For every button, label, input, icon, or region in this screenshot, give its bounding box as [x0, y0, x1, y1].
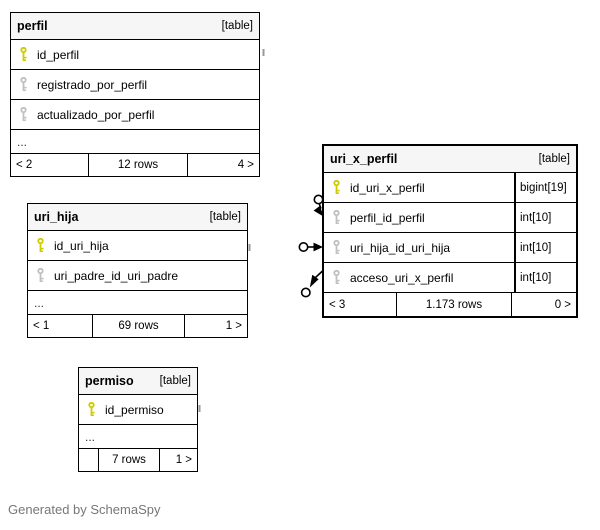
- column-name: id_perfil: [37, 47, 80, 62]
- column-row: id_permiso: [79, 395, 197, 425]
- foreign-key-icon: [332, 210, 341, 225]
- column-name: id_permiso: [105, 402, 164, 417]
- column-name: id_uri_x_perfil: [350, 180, 425, 195]
- column-row: uri_hija_id_uri_hija int[10]: [324, 233, 576, 263]
- column-type: int[10]: [514, 263, 576, 292]
- table-footer: 7 rows 1 >: [79, 449, 197, 471]
- foreign-key-icon: [332, 270, 341, 285]
- table-footer: < 3 1.173 rows 0 >: [324, 293, 576, 316]
- footer-parents-count: < 3: [329, 298, 346, 311]
- ellipsis-row: ...: [79, 425, 197, 449]
- footer-children-count: 0 >: [554, 298, 571, 311]
- column-row: id_uri_hija: [28, 231, 247, 261]
- foreign-key-icon: [19, 77, 28, 92]
- footer-parents-count: < 1: [33, 320, 50, 332]
- table-tag: [table]: [159, 375, 191, 387]
- footer-row-count: 12 rows: [88, 154, 188, 176]
- column-type: int[10]: [514, 233, 576, 262]
- relationship-connector-uri-hija-id-uri-hija: [298, 242, 323, 253]
- table-name: uri_hija: [34, 210, 79, 224]
- footer-row-count: 7 rows: [98, 449, 160, 471]
- footer-children-count: 1 >: [225, 320, 242, 332]
- column-type: int[10]: [514, 203, 576, 232]
- ellipsis-row: ...: [28, 291, 247, 315]
- column-row: perfil_id_perfil int[10]: [324, 203, 576, 233]
- generated-by-note: Generated by SchemaSpy: [8, 502, 161, 517]
- table-box-uri-hija[interactable]: uri_hija [table] id_uri_hija uri_padre_i…: [27, 203, 248, 338]
- column-name: uri_hija_id_uri_hija: [350, 240, 451, 255]
- column-name: uri_padre_id_uri_padre: [54, 268, 179, 283]
- table-header: uri_hija [table]: [28, 204, 247, 231]
- column-name: perfil_id_perfil: [350, 210, 425, 225]
- primary-key-icon: [19, 47, 28, 62]
- table-tag: [table]: [538, 153, 570, 165]
- table-box-perfil[interactable]: perfil [table] id_perfil registrado_por_…: [10, 12, 260, 177]
- footer-row-count: 69 rows: [92, 315, 185, 337]
- footer-parents-count: < 2: [16, 159, 33, 171]
- table-header: uri_x_perfil [table]: [324, 146, 576, 173]
- column-row: acceso_uri_x_perfil int[10]: [324, 263, 576, 293]
- table-name: uri_x_perfil: [330, 152, 398, 166]
- table-box-uri-x-perfil[interactable]: uri_x_perfil [table] id_uri_x_perfil big…: [322, 144, 578, 318]
- table-header: perfil [table]: [11, 13, 259, 40]
- column-row: id_perfil: [11, 40, 259, 70]
- column-row: actualizado_por_perfil: [11, 100, 259, 130]
- column-name: acceso_uri_x_perfil: [350, 270, 454, 285]
- foreign-key-icon: [19, 107, 28, 122]
- table-name: perfil: [17, 19, 48, 33]
- primary-key-icon: [332, 180, 341, 195]
- table-name: permiso: [85, 374, 134, 388]
- footer-children-count: 4 >: [237, 159, 254, 171]
- column-name: id_uri_hija: [54, 238, 109, 253]
- primary-key-icon: [36, 238, 45, 253]
- column-type: bigint[19]: [514, 173, 576, 202]
- relationship-connector-acceso-uri-x-perfil: [300, 270, 324, 298]
- table-footer: < 1 69 rows 1 >: [28, 315, 247, 337]
- foreign-key-icon: [36, 268, 45, 283]
- primary-key-icon: [87, 402, 96, 417]
- table-tag: [table]: [209, 211, 241, 223]
- table-tag: [table]: [221, 20, 253, 32]
- column-row: registrado_por_perfil: [11, 70, 259, 100]
- column-name: registrado_por_perfil: [37, 77, 148, 92]
- ellipsis-row: ...: [11, 130, 259, 154]
- column-row: uri_padre_id_uri_padre: [28, 261, 247, 291]
- table-box-permiso[interactable]: permiso [table] id_permiso ... 7 rows 1 …: [78, 367, 198, 472]
- footer-parents-count: [79, 449, 98, 471]
- table-header: permiso [table]: [79, 368, 197, 395]
- table-footer: < 2 12 rows 4 >: [11, 154, 259, 176]
- foreign-key-icon: [332, 240, 341, 255]
- column-row: id_uri_x_perfil bigint[19]: [324, 173, 576, 203]
- footer-row-count: 1.173 rows: [396, 293, 512, 316]
- column-name: actualizado_por_perfil: [37, 107, 155, 122]
- footer-children-count: 1 >: [175, 454, 192, 466]
